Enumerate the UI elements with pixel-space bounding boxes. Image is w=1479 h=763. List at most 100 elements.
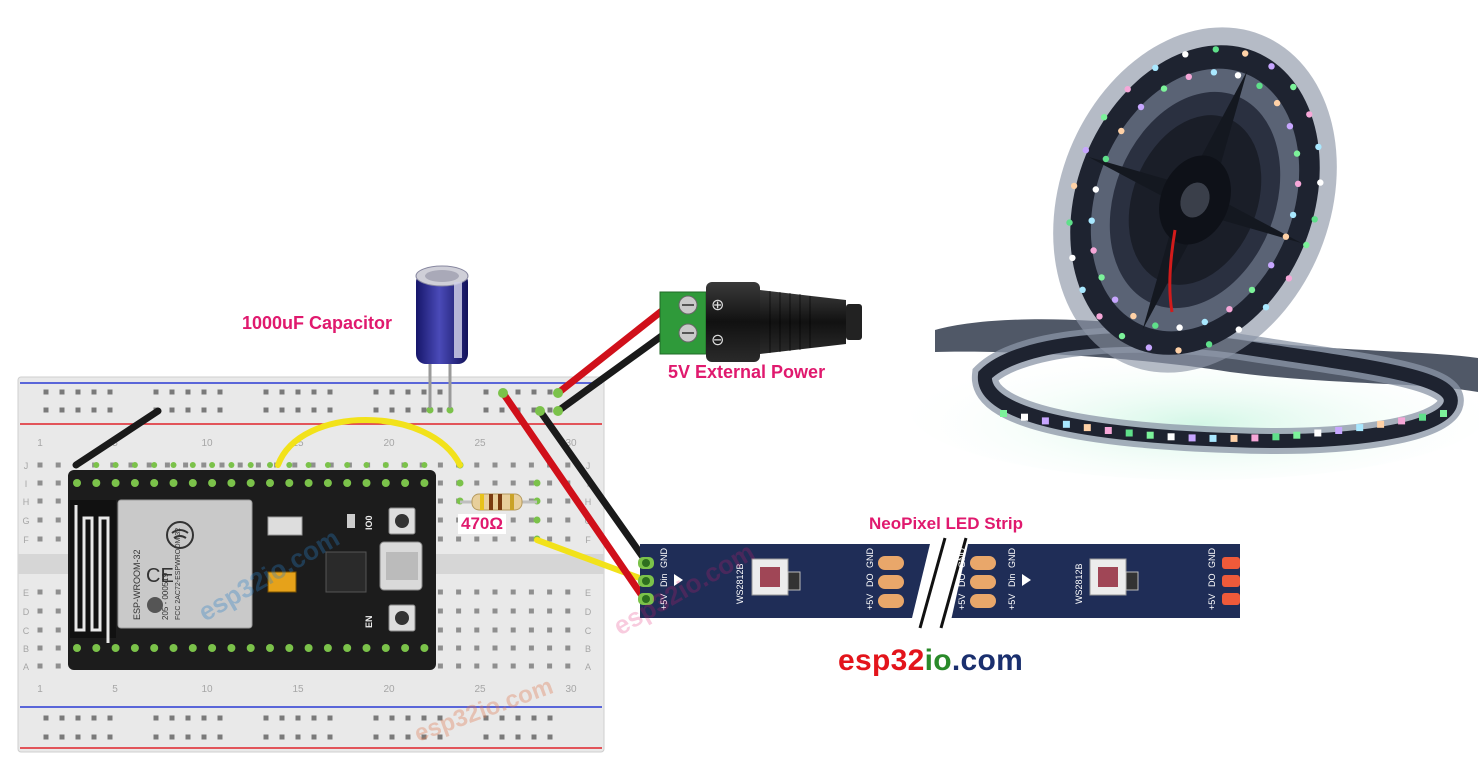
strip-led (1000, 410, 1007, 417)
rail-hole (263, 715, 269, 721)
rail-hole (437, 407, 443, 413)
esp32-pin (150, 644, 159, 652)
connected-hole (151, 462, 158, 468)
breadboard-hole (528, 517, 534, 523)
breadboard-hole (528, 536, 534, 542)
esp32-pin (150, 479, 159, 487)
rail-hole (295, 407, 301, 413)
strip-led (1041, 417, 1049, 425)
connected-hole (382, 462, 389, 468)
esp32-pin (169, 479, 178, 487)
rail-hole (43, 715, 49, 721)
gnd-pin-label: GND (659, 548, 669, 569)
rail-hole (59, 734, 65, 740)
reel-led (1124, 86, 1131, 93)
reel-led (1293, 150, 1301, 157)
connected-hole (446, 406, 454, 414)
brand-part-2: io (924, 644, 952, 677)
rail-hole (405, 734, 411, 740)
breadboard-hole (183, 462, 189, 468)
breadboard-hole (474, 536, 480, 542)
breadboard-hole (201, 462, 207, 468)
reel-led (1303, 241, 1310, 249)
breadboard-hole (456, 589, 462, 595)
din-pin-label: Din (659, 573, 669, 587)
breadboard-hole (565, 663, 571, 669)
resistor-label: 470Ω (458, 514, 506, 534)
esp32-pin (246, 644, 255, 652)
reel-led (1285, 275, 1293, 282)
do-pin-label: DO (1207, 574, 1217, 588)
rail-hole (373, 407, 379, 413)
rail-hole (263, 734, 269, 740)
column-label: 1 (37, 684, 43, 695)
row-label: E (23, 588, 29, 598)
esp32-pin (188, 479, 197, 487)
din-pin-label: Din (1007, 573, 1017, 587)
breadboard-hole (547, 480, 553, 486)
connected-hole (209, 462, 216, 468)
rail-hole (483, 734, 489, 740)
wifi-badge-icon (147, 597, 163, 613)
rail-hole (91, 407, 97, 413)
rail-hole (107, 715, 113, 721)
esp32-pin (130, 644, 139, 652)
esp32-pin (111, 644, 120, 652)
reel-led (1289, 211, 1297, 219)
row-label: G (22, 516, 29, 526)
connected-hole (267, 462, 273, 468)
breadboard-hole (292, 462, 298, 468)
esp32-pin (420, 644, 429, 652)
connected-hole (228, 462, 235, 468)
esp32-pin (381, 479, 390, 487)
breadboard-hole (37, 663, 43, 669)
rail-hole (373, 734, 379, 740)
5v-pin-label: +5V (865, 594, 875, 610)
esp32-pin (73, 644, 81, 652)
connected-hole (305, 462, 312, 468)
reel-led (1092, 186, 1100, 193)
breadboard-hole (437, 462, 443, 468)
rail-hole (107, 734, 113, 740)
breadboard-hole (565, 589, 571, 595)
rail-hole (59, 715, 65, 721)
en-label: EN (364, 615, 374, 628)
reel-led (1242, 50, 1249, 57)
brand-part-3: .com (951, 644, 1024, 677)
column-label: 25 (474, 684, 486, 695)
connected-hole (533, 516, 541, 524)
connected-hole (112, 462, 119, 468)
gnd-pin-label: GND (957, 548, 967, 569)
reel-led (1306, 111, 1313, 118)
connected-hole (247, 462, 254, 468)
rail-hole (43, 407, 49, 413)
reel-led (1282, 233, 1290, 240)
rail-hole (405, 407, 411, 413)
breadboard-hole (547, 645, 553, 651)
rail-hole (169, 715, 175, 721)
module-code: 205 - 000519 (161, 572, 170, 620)
breadboard-hole (456, 608, 462, 614)
column-label: 25 (474, 438, 486, 449)
rail-hole (201, 734, 207, 740)
breadboard-hole (55, 480, 61, 486)
rail-hole (327, 407, 333, 413)
breadboard-hole (164, 462, 170, 468)
strip-led (1021, 413, 1028, 421)
esp32-pin (246, 479, 255, 487)
connected-hole (286, 462, 293, 468)
strip-led (1209, 434, 1217, 442)
esp32-pin (208, 644, 217, 652)
breadboard-hole (492, 608, 498, 614)
brand-logo: esp32io.com (838, 644, 1023, 678)
rail-hole (295, 389, 301, 395)
wires (72, 306, 667, 604)
breadboard-hole (55, 517, 61, 523)
breadboard-hole (474, 645, 480, 651)
breadboard-hole (255, 462, 261, 468)
5v-pin-label: +5V (1007, 594, 1017, 610)
reel-led (1185, 73, 1193, 81)
rail-hole (311, 715, 317, 721)
